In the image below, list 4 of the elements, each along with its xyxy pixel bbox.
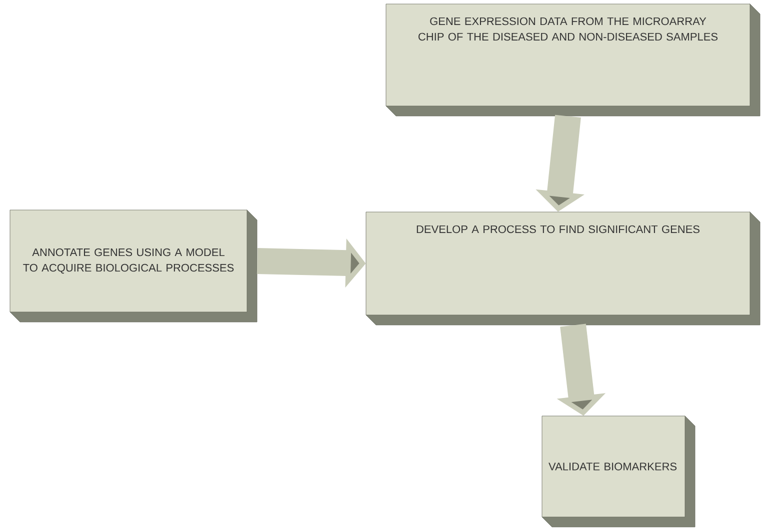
process-box: GENE EXPRESSION DATA FROM THE MICROARRAY CHIP OF THE DISEASED AND NON-DISEASED SAMPLES xyxy=(386,4,760,116)
process-box: ANNOTATE GENES USING A MODEL TO ACQUIRE BIOLOGICAL PROCESSES xyxy=(10,210,258,322)
process-box: VALIDATE BIOMARKERS xyxy=(542,416,696,528)
process-box: DEVELOP A PROCESS TO FIND SIGNIFICANT GENES xyxy=(366,212,760,326)
